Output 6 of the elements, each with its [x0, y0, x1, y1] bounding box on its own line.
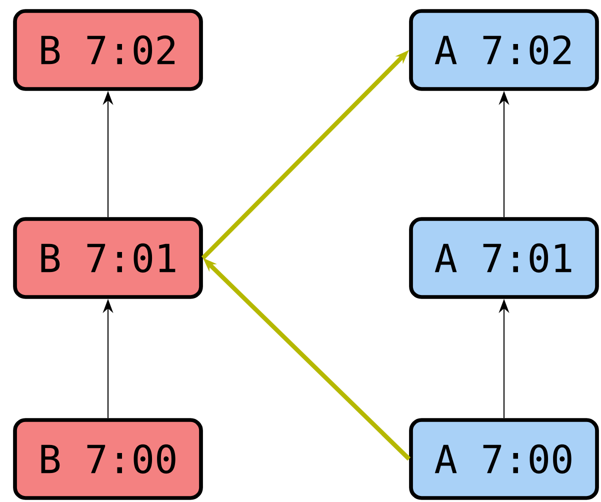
time-box: A 7:02	[409, 9, 599, 91]
time-box: A 7:01	[409, 217, 599, 299]
time-box: B 7:01	[13, 217, 203, 299]
time-box: B 7:02	[13, 9, 203, 91]
time-box: B 7:00	[13, 418, 203, 500]
time-box: A 7:00	[409, 418, 599, 500]
